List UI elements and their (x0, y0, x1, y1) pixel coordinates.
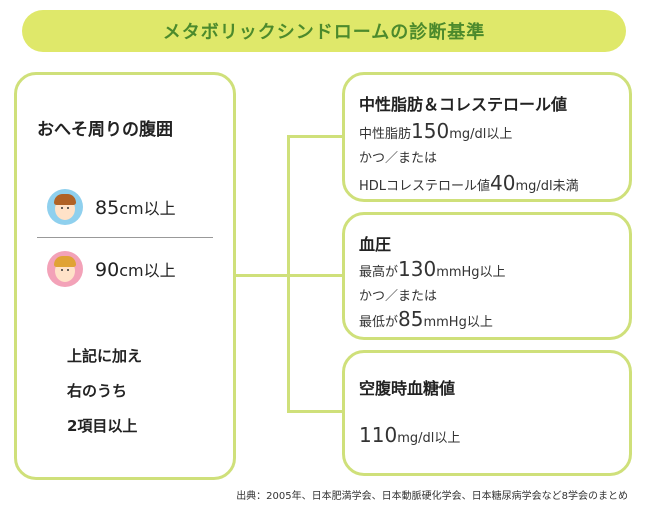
page-title: メタボリックシンドロームの診断基準 (162, 22, 486, 43)
diastolic-line: 最低が85mmHg以上 (359, 307, 493, 331)
title-banner: メタボリックシンドロームの診断基準 (22, 10, 626, 52)
lipid-andor: かつ／または (359, 151, 438, 166)
glucose-line: 110mg/dl以上 (359, 423, 461, 447)
waist-title: おへそ周りの腹囲 (37, 120, 173, 140)
connector-to-glucose (287, 410, 343, 413)
triglyceride-line: 中性脂肪150mg/dl以上 (359, 119, 513, 143)
divider (37, 237, 213, 238)
connector-to-bp (287, 274, 343, 277)
lipid-criteria-box: 中性脂肪＆コレステロール値 中性脂肪150mg/dl以上 かつ／または HDLコ… (342, 72, 632, 202)
note-line-3: 2項目以上 (67, 417, 138, 435)
blood-pressure-box: 血圧 最高が130mmHg以上 かつ／または 最低が85mmHg以上 (342, 212, 632, 340)
female-waist-row: 90cm以上 (47, 251, 176, 287)
fasting-glucose-box: 空腹時血糖値 110mg/dl以上 (342, 350, 632, 476)
glucose-title: 空腹時血糖値 (359, 379, 456, 398)
bp-title: 血圧 (359, 235, 392, 254)
connector-to-lipid (287, 135, 343, 138)
female-avatar-icon (47, 251, 83, 287)
hdl-line: HDLコレステロール値40mg/dl未満 (359, 171, 579, 195)
bp-andor: かつ／または (359, 289, 438, 304)
male-waist-value: 85cm以上 (95, 197, 176, 219)
connector-vertical (287, 135, 290, 412)
male-waist-row: 85cm以上 (47, 189, 176, 225)
lipid-title: 中性脂肪＆コレステロール値 (359, 95, 568, 114)
note-line-2: 右のうち (67, 382, 128, 400)
source-note: 出典：2005年、日本肥満学会、日本動脈硬化学会、日本糖尿病学会など8学会のまと… (236, 491, 628, 502)
note-line-1: 上記に加え (67, 347, 143, 365)
connector-horizontal-left (236, 274, 288, 277)
female-waist-value: 90cm以上 (95, 259, 176, 281)
systolic-line: 最高が130mmHg以上 (359, 257, 506, 281)
male-avatar-icon (47, 189, 83, 225)
waist-criteria-box: おへそ周りの腹囲 85cm以上 90cm以上 上記に加え 右のうち 2項目以上 (14, 72, 236, 480)
